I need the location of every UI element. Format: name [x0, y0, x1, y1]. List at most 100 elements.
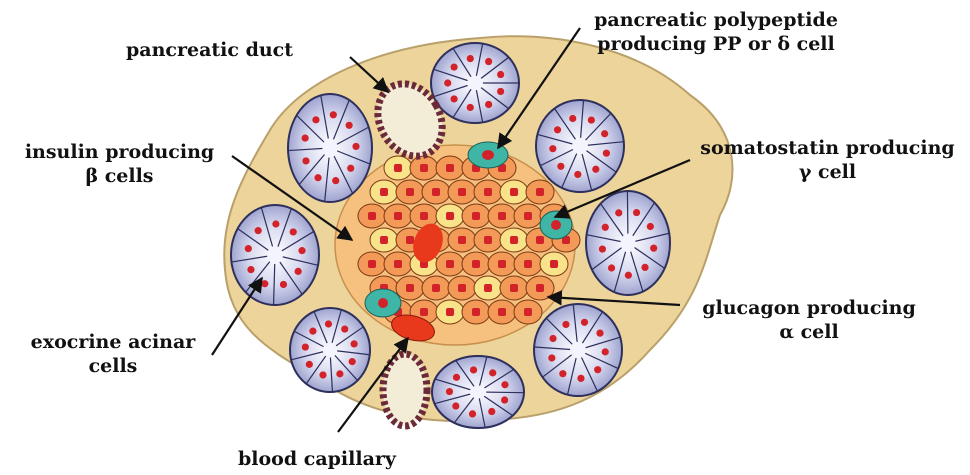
acinar-nucleus: [608, 264, 615, 271]
acinar-nucleus: [341, 325, 348, 332]
acinar-cluster: [536, 100, 624, 192]
acinar-nucleus: [453, 374, 460, 381]
cell-nucleus: [458, 236, 466, 244]
acinar-nucleus: [470, 366, 477, 373]
acinar-nucleus: [444, 79, 451, 86]
label-line: somatostatin producing: [690, 136, 965, 160]
acinar-nucleus: [469, 410, 476, 417]
acinar-cluster: [534, 304, 622, 396]
acinar-nucleus: [295, 268, 302, 275]
cell-nucleus: [420, 308, 428, 316]
acinar-cluster: [431, 43, 519, 123]
acinar-nucleus: [332, 177, 339, 184]
acinar-lumen: [322, 138, 337, 157]
cell-nucleus: [446, 164, 454, 172]
cell-nucleus: [406, 284, 414, 292]
acinar-nucleus: [467, 55, 474, 62]
cell-nucleus: [510, 188, 518, 196]
pp-cell-nucleus: [482, 150, 494, 160]
acinar-cluster: [586, 191, 670, 295]
acinar-nucleus: [599, 245, 606, 252]
acinar-nucleus: [596, 330, 603, 337]
acinar-nucleus: [247, 266, 254, 273]
acinar-nucleus: [309, 328, 316, 335]
cell-nucleus: [406, 188, 414, 196]
acinar-nucleus: [594, 366, 601, 373]
acinar-nucleus: [351, 340, 358, 347]
cell-nucleus: [380, 188, 388, 196]
cell-nucleus: [368, 260, 376, 268]
label-line: insulin producing: [12, 140, 227, 164]
label-blood-capillary: blood capillary: [238, 447, 396, 471]
cell-nucleus: [472, 260, 480, 268]
acinar-nucleus: [557, 163, 564, 170]
acinar-nucleus: [255, 227, 262, 234]
cell-nucleus: [458, 188, 466, 196]
acinar-nucleus: [489, 369, 496, 376]
cell-nucleus: [420, 212, 428, 220]
label-line: cells: [18, 354, 208, 378]
acinar-lumen: [470, 386, 487, 399]
acinar-nucleus: [314, 174, 321, 181]
acinar-nucleus: [346, 122, 353, 129]
acinar-nucleus: [501, 396, 508, 403]
cell-nucleus: [524, 212, 532, 220]
delta-cell-left-nucleus: [378, 298, 388, 308]
label-somatostatin-gamma-cell: somatostatin producing γ cell: [690, 136, 965, 184]
label-exocrine-acinar-cells: exocrine acinar cells: [18, 330, 208, 378]
acinar-nucleus: [302, 343, 309, 350]
acinar-cluster: [432, 356, 524, 428]
cell-nucleus: [368, 212, 376, 220]
acinar-cluster: [290, 308, 370, 392]
acinar-nucleus: [548, 354, 555, 361]
label-glucagon-alpha-cell: glucagon producing α cell: [684, 296, 934, 344]
acinar-nucleus: [352, 143, 359, 150]
acinar-lumen: [267, 246, 283, 264]
acinar-nucleus: [641, 264, 648, 271]
acinar-nucleus: [577, 375, 584, 382]
acinar-nucleus: [336, 370, 343, 377]
acinar-nucleus: [497, 71, 504, 78]
acinar-nucleus: [615, 209, 622, 216]
acinar-nucleus: [581, 319, 588, 326]
pancreatic-duct-lower: [383, 354, 427, 426]
acinar-nucleus: [467, 104, 474, 111]
acinar-nucleus: [650, 245, 657, 252]
acinar-nucleus: [451, 95, 458, 102]
label-pancreatic-duct: pancreatic duct: [126, 38, 293, 62]
cell-nucleus: [484, 188, 492, 196]
acinar-lumen: [467, 76, 483, 90]
acinar-nucleus: [325, 320, 332, 327]
acinar-lumen: [570, 342, 586, 359]
cell-nucleus: [380, 236, 388, 244]
acinar-nucleus: [452, 402, 459, 409]
acinar-nucleus: [497, 88, 504, 95]
acinar-nucleus: [280, 281, 287, 288]
label-line: glucagon producing: [684, 296, 934, 320]
cell-nucleus: [446, 308, 454, 316]
acinar-nucleus: [602, 224, 609, 231]
label-line: exocrine acinar: [18, 330, 208, 354]
acinar-nucleus: [290, 228, 297, 235]
acinar-nucleus: [559, 370, 566, 377]
cell-nucleus: [406, 236, 414, 244]
label-insulin-beta-cells: insulin producing β cells: [12, 140, 227, 188]
acinar-nucleus: [272, 220, 279, 227]
acinar-nucleus: [306, 361, 313, 368]
cell-nucleus: [432, 188, 440, 196]
acinar-nucleus: [569, 115, 576, 122]
cell-nucleus: [484, 236, 492, 244]
cell-nucleus: [498, 212, 506, 220]
cell-nucleus: [458, 284, 466, 292]
label-line: γ cell: [690, 160, 965, 184]
acinar-nucleus: [298, 247, 305, 254]
acinar-nucleus: [488, 408, 495, 415]
acinar-nucleus: [446, 388, 453, 395]
acinar-nucleus: [349, 358, 356, 365]
acinar-nucleus: [485, 101, 492, 108]
acinar-nucleus: [588, 116, 595, 123]
acinar-nucleus: [633, 209, 640, 216]
acinar-nucleus: [592, 166, 599, 173]
label-line: producing PP or δ cell: [586, 32, 846, 56]
cell-nucleus: [510, 284, 518, 292]
